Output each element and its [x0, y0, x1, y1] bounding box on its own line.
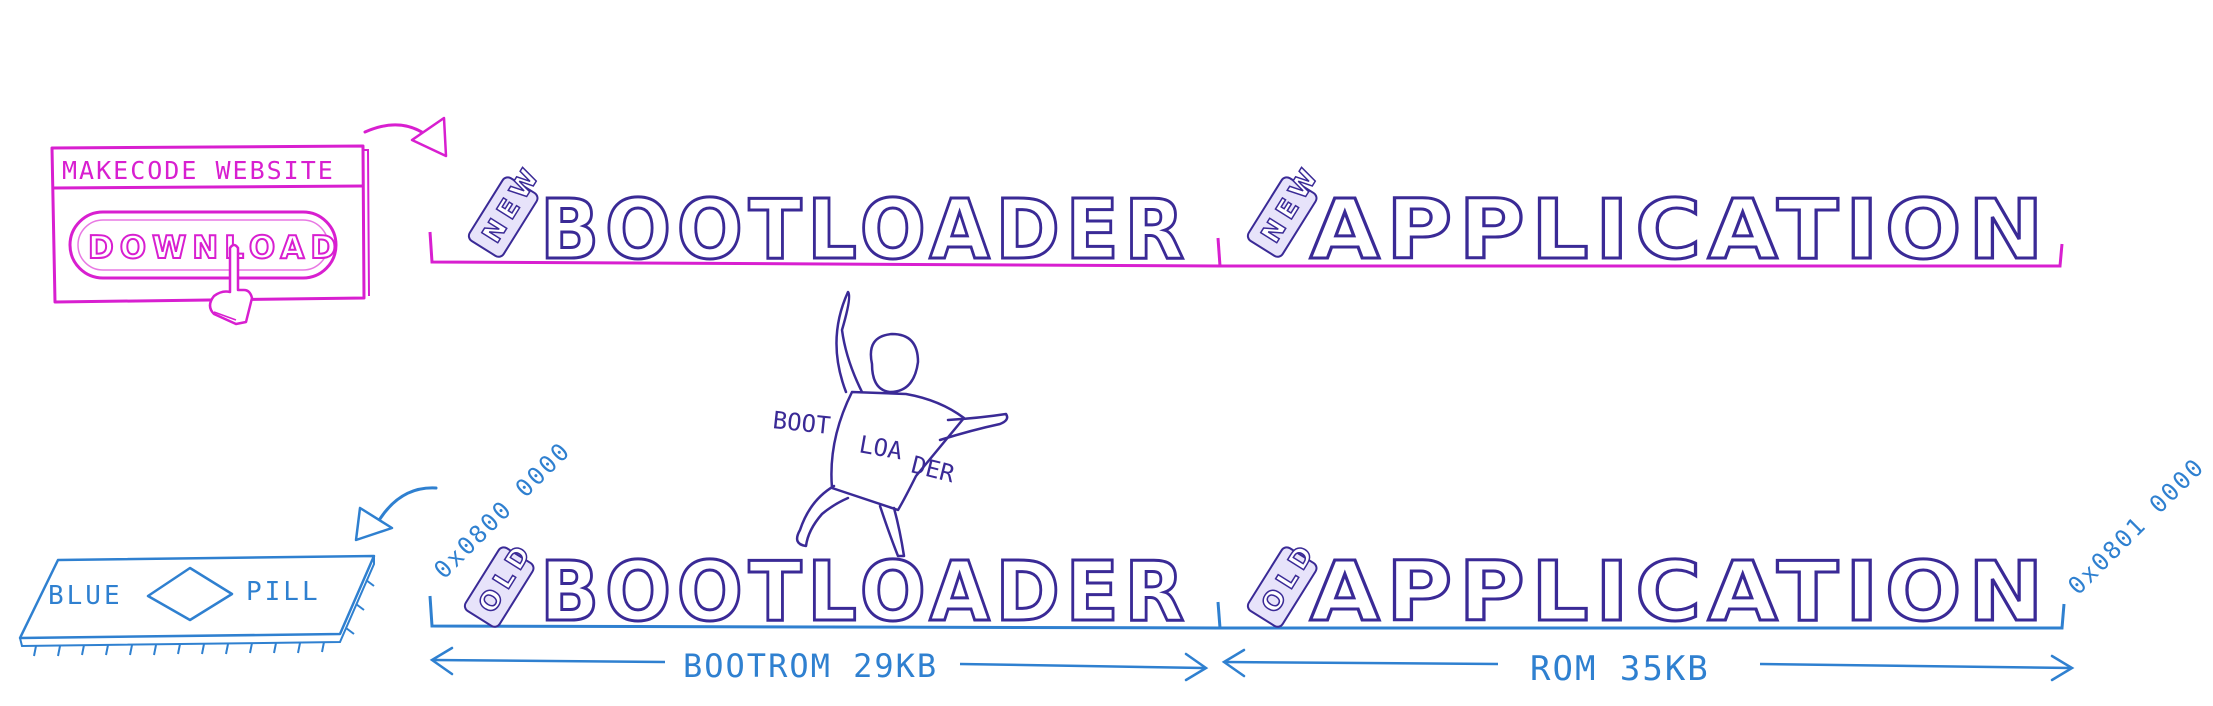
download-button-label: DOWNLOAD: [88, 230, 342, 266]
board-label-right: PILL: [246, 577, 321, 607]
board-edge: [19, 556, 375, 648]
new-to-board-arrow: [354, 486, 438, 542]
old-firmware-row: OLD BOOTLOADER OLD APPLICATION: [428, 535, 2066, 642]
pointer-hand-icon: [208, 243, 254, 326]
old-row-divider: [1216, 601, 1222, 629]
board-pins: [33, 579, 375, 657]
old-application-label: APPLICATION: [1310, 545, 2050, 640]
rom-range: ROM 35KB: [1221, 648, 2075, 689]
character-raised-arm: [835, 290, 864, 394]
character-left-leg: [795, 484, 850, 548]
new-application-label: APPLICATION: [1310, 183, 2050, 278]
bootrom-range: BOOTROM 29KB: [429, 646, 1209, 685]
blue-pill-board: BLUE PILL: [18, 554, 376, 657]
website-frame: [50, 144, 366, 304]
character-label: BOOT LOA DER: [771, 406, 958, 488]
rom-range-label: ROM 35KB: [1530, 649, 1710, 689]
new-row-divider: [1216, 237, 1222, 267]
makecode-website-panel: MAKECODE WEBSITE DOWNLOAD: [50, 144, 370, 326]
board-top: [18, 554, 376, 640]
character-right-leg: [878, 504, 906, 558]
download-button-inner: [77, 219, 329, 271]
bootrom-range-label: BOOTROM 29KB: [683, 647, 938, 685]
old-bootloader-label: BOOTLOADER: [540, 545, 1190, 640]
new-bootloader-tag: NEW: [467, 159, 549, 258]
svg-text:DER: DER: [909, 451, 958, 489]
download-button[interactable]: [68, 210, 338, 280]
character-head: [869, 332, 920, 394]
board-chip: [146, 566, 234, 622]
svg-text:LOA: LOA: [857, 430, 905, 465]
bootloader-character: [795, 290, 1009, 558]
board-label-left: BLUE: [48, 581, 123, 611]
end-address-label: 0x0801 0000: [2062, 452, 2210, 600]
website-title: MAKECODE WEBSITE: [62, 156, 335, 185]
character-extended-arm: [938, 412, 1009, 442]
new-firmware-row: NEW BOOTLOADER NEW APPLICATION: [428, 159, 2064, 280]
website-title-divider: [53, 184, 364, 190]
website-frame-shadow: [363, 149, 370, 297]
website-to-new-arrow: [363, 116, 448, 158]
svg-text:BOOT: BOOT: [771, 406, 831, 440]
new-bootloader-label: BOOTLOADER: [540, 183, 1190, 278]
character-body: [830, 390, 966, 512]
